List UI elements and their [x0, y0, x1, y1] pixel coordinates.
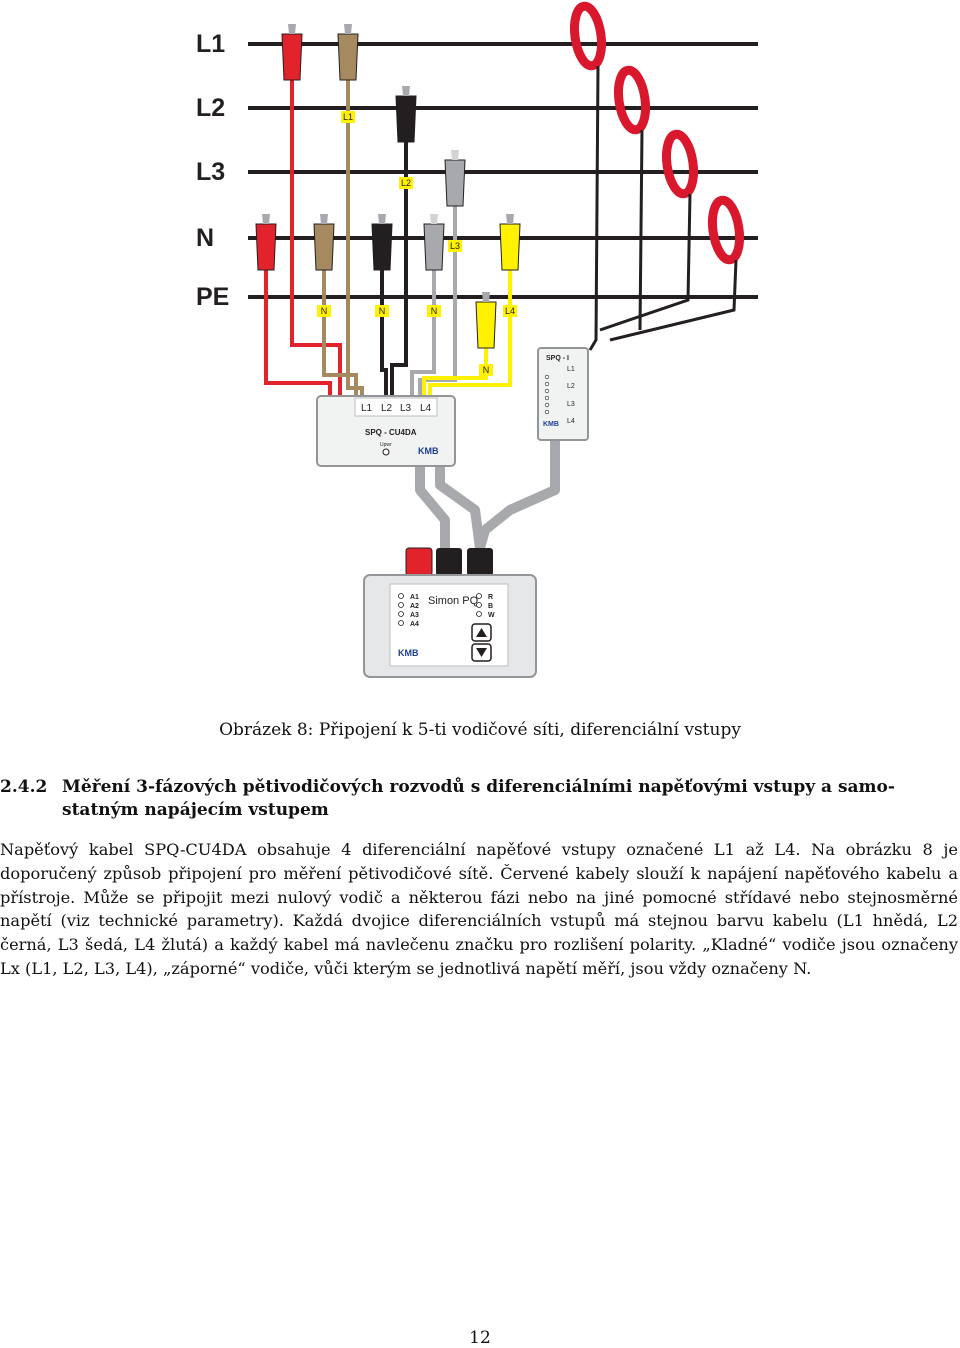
current-clamp-icon [707, 195, 745, 265]
adapter-input-label: L4 [420, 403, 432, 414]
up-button-icon [471, 623, 492, 642]
current-clamp-icon [569, 1, 607, 71]
section-heading: 2.4.2 Měření 3-fázových pětivodičových ro… [0, 776, 950, 822]
body-paragraph: Napěťový kabel SPQ-CU4DA obsahuje 4 dife… [0, 840, 958, 978]
device-cables [415, 440, 560, 550]
current-clamp-icon [661, 129, 699, 199]
adapter-box: L1 L2 L3 L4 SPQ - CU4DA Upwr KMB [316, 395, 456, 467]
adapter-name: SPQ - CU4DA [365, 428, 417, 437]
clip-icon [337, 24, 359, 81]
device-input-label: A2 [410, 603, 419, 610]
device-input-label: A3 [410, 612, 419, 619]
clip-icon [313, 214, 335, 271]
module-brand: KMB [543, 421, 559, 428]
down-button-icon [471, 643, 492, 662]
clip-tag: N [321, 306, 328, 316]
power-led-icon [382, 448, 390, 456]
current-clamp-icon [613, 65, 651, 135]
clip-icon [499, 214, 521, 271]
bus-label: L1 [196, 30, 225, 58]
device-brand: KMB [398, 648, 419, 658]
module-title: SPQ - I [546, 355, 569, 362]
bus-label: L3 [196, 158, 225, 186]
clips [255, 24, 521, 349]
clip-tags: L1 L2 L3 N N N L4 N [317, 111, 517, 376]
clip-tag: N [431, 306, 438, 316]
adapter-input-label: L2 [381, 403, 393, 414]
module-port-label: L2 [567, 383, 575, 390]
bus-labels: L1 L2 L3 N PE [196, 30, 229, 311]
device-status-label: W [488, 612, 495, 619]
clip-tag: N [379, 306, 386, 316]
adapter-input-label: L1 [361, 403, 373, 414]
clip-icon [444, 150, 466, 207]
device-connectors [405, 547, 493, 577]
module-port-label: L4 [567, 418, 575, 425]
clamp-leads [588, 65, 738, 351]
adapter-input-label: L3 [400, 403, 412, 414]
device-status-label: B [488, 603, 493, 610]
clip-icon [475, 292, 497, 349]
device-name: Simon PQ [428, 595, 479, 607]
clip-tag: L1 [343, 112, 353, 122]
device-input-label: A1 [410, 594, 419, 601]
connection-diagram: L1 L2 L3 N PE [196, 1, 758, 678]
clip-icon [371, 214, 393, 271]
device-status-label: R [488, 594, 493, 601]
bus-label: N [196, 224, 214, 252]
adapter-brand: KMB [418, 446, 439, 456]
clip-icon [395, 86, 417, 143]
clip-tag: L2 [401, 178, 411, 188]
section-number: 2.4.2 [0, 777, 48, 797]
simon-pq-device: A1 A2 A3 A4 R B W Simon PQ KMB [363, 574, 537, 678]
clip-icon [281, 24, 303, 81]
current-module: SPQ - I L1 L2 L3 L4 KMB [537, 347, 589, 441]
figure-caption: Obrázek 8: Připojení k 5-ti vodičové sít… [219, 720, 741, 740]
module-port-label: L3 [567, 401, 575, 408]
page-number: 12 [469, 1328, 491, 1348]
bus-label: L2 [196, 94, 225, 122]
section-title-line2: statným napájecím vstupem [62, 800, 329, 820]
adapter-led-label: Upwr [380, 442, 392, 448]
section-title-line1: Měření 3-fázových pětivodičových rozvodů… [62, 777, 895, 797]
clip-tag: L4 [505, 306, 515, 316]
device-input-label: A4 [410, 621, 419, 628]
clip-icon [423, 214, 445, 271]
module-port-label: L1 [567, 366, 575, 373]
clip-tag: L3 [450, 241, 460, 251]
clip-tag: N [483, 365, 490, 375]
current-clamps [569, 1, 745, 265]
clip-icon [255, 214, 277, 271]
bus-label: PE [196, 283, 229, 311]
